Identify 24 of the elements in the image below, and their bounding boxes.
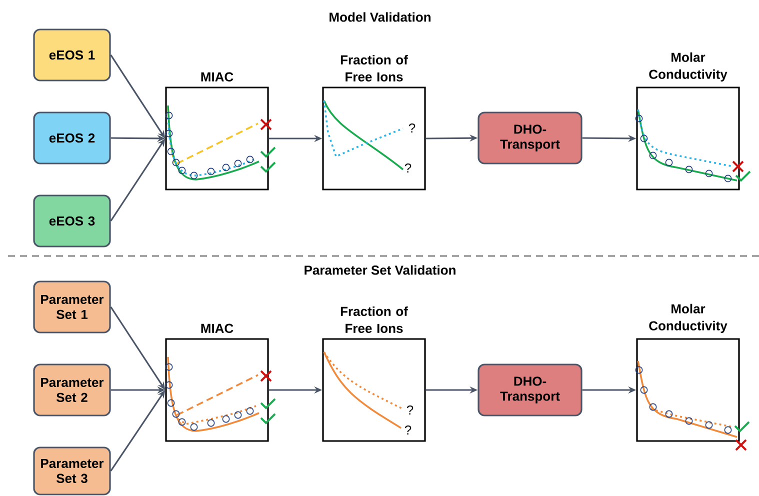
- process-box: Parameter Set 1: [33, 280, 111, 334]
- plot-panel: MIAC: [165, 72, 269, 190]
- process-box: eEOS 3: [33, 194, 111, 248]
- plot-panel: Molar Conductivity: [636, 52, 740, 190]
- process-box: eEOS 1: [33, 28, 111, 82]
- node-label: MIAC: [201, 72, 234, 82]
- process-box: DHO-Transport: [478, 364, 582, 416]
- section-title: Parameter Set Validation: [304, 265, 456, 275]
- section-title: Model Validation: [330, 12, 430, 22]
- question-mark: ?: [404, 163, 412, 173]
- plot-panel: Molar Conductivity: [636, 304, 740, 442]
- question-mark: ?: [408, 123, 416, 133]
- question-mark: ?: [406, 405, 414, 415]
- process-box: Parameter Set 2: [33, 364, 111, 416]
- node-label: Fraction of Free Ions: [340, 54, 408, 82]
- question-mark: ?: [404, 425, 412, 435]
- node-label: Molar Conductivity: [649, 304, 728, 333]
- node-label: Molar Conductivity: [649, 52, 728, 82]
- process-box: Parameter Set 3: [33, 446, 111, 496]
- node-label: Fraction of Free Ions: [340, 306, 408, 333]
- plot-panel: MIAC: [165, 324, 269, 442]
- process-box: DHO-Transport: [478, 112, 582, 164]
- process-box: eEOS 2: [33, 112, 111, 164]
- node-label: MIAC: [201, 324, 234, 333]
